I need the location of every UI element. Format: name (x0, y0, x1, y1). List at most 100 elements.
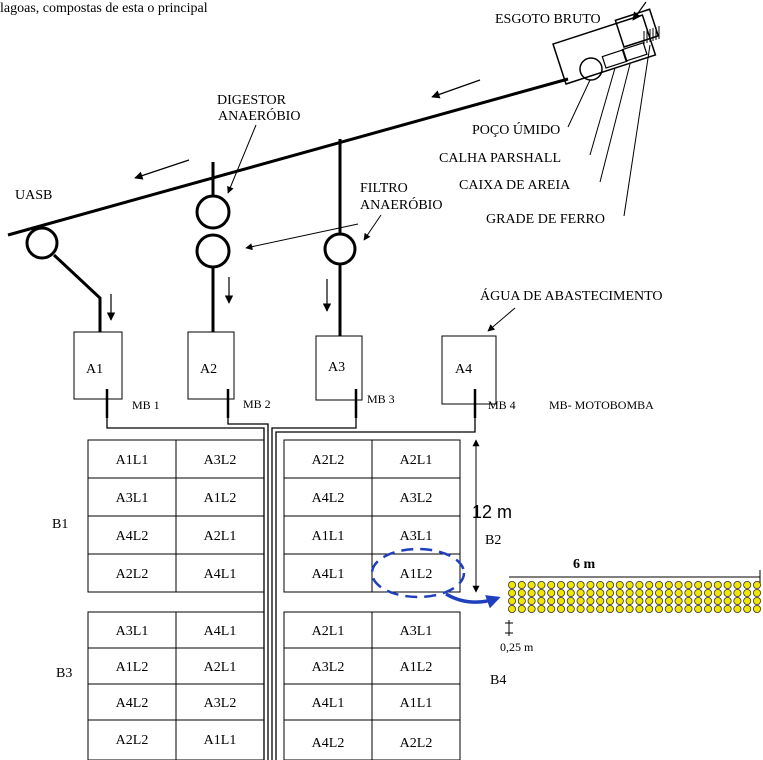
plot-cell: A1L1 (204, 733, 237, 748)
plot-cell: A3L2 (312, 660, 345, 675)
callout-arrow (445, 592, 501, 609)
plant-dot (517, 581, 526, 590)
plant-dot (733, 581, 742, 590)
plant-dot (733, 589, 742, 598)
main-sewer-pipe (7, 77, 569, 237)
plant-dot (723, 589, 732, 598)
plant-dot (557, 589, 566, 598)
inlet-box (614, 8, 660, 48)
digestor-label-line1: DIGESTOR (217, 93, 287, 108)
anaerobic-filter (323, 232, 357, 266)
grid-lines (284, 612, 460, 760)
plant-dot (694, 581, 703, 590)
plant-dot (586, 581, 595, 590)
wet-well-icon (579, 57, 603, 81)
plant-dot (753, 581, 762, 590)
plant-dot (576, 605, 585, 614)
plot-cell: A4L2 (312, 736, 345, 751)
plant-dot (694, 605, 703, 614)
plant-dot (557, 597, 566, 606)
plant-dot (615, 589, 624, 598)
plant-dot (743, 605, 752, 614)
plant-dot (625, 597, 634, 606)
plant-dot (547, 597, 556, 606)
plot-cell: A2L2 (116, 733, 149, 748)
plant-dot (537, 605, 546, 614)
plant-dot (684, 581, 693, 590)
tank-a3: A3 (315, 335, 363, 401)
plant-dot (753, 589, 762, 598)
block-b1: A1L1 A3L2 A3L1 A1L2 A4L2 A2L1 A2L2 A4L1 (87, 439, 265, 593)
plot-detail: 6 m 0,25 m (500, 557, 762, 654)
parshall-flume-icon (601, 49, 628, 69)
plant-dot (507, 597, 516, 606)
plant-dot (753, 605, 762, 614)
plot-cell: A4L1 (204, 624, 237, 639)
plant-dot (664, 605, 673, 614)
flow-arrow-1 (431, 79, 481, 99)
plant-dot (566, 605, 575, 614)
plant-dot (527, 589, 536, 598)
plant-dot (704, 589, 713, 598)
agua-abastecimento-label: ÁGUA DE ABASTECIMENTO (480, 287, 663, 304)
block-b2: A2L2 A2L1 A4L2 A3L2 A1L1 A3L1 A4L1 A1L2 (283, 439, 461, 593)
plant-dot (674, 589, 683, 598)
plant-dot (576, 581, 585, 590)
plant-dot (566, 581, 575, 590)
plant-dot (606, 597, 615, 606)
block-label-b3: B3 (56, 666, 72, 681)
plant-dot (586, 605, 595, 614)
plant-dot (664, 589, 673, 598)
row-length-label: 6 m (573, 557, 596, 572)
plant-dot (537, 581, 546, 590)
tank-a4: A4 (441, 335, 497, 405)
plot-cell: A1L2 (400, 660, 433, 675)
tank-a1: A1 (73, 331, 123, 400)
block-label-b2: B2 (485, 533, 501, 548)
plant-dot (664, 581, 673, 590)
plant-dot (586, 597, 595, 606)
plot-cell: A4L2 (116, 696, 149, 711)
digestor-label-line2: ANAERÓBIO (218, 107, 300, 124)
plot-cell: A3L1 (400, 624, 433, 639)
tank-label: A2 (200, 362, 217, 377)
filtro-label-line1: FILTRO (360, 181, 408, 196)
plant-dot (684, 605, 693, 614)
plant-dot (645, 589, 654, 598)
grid-lines (284, 440, 460, 592)
block-length-label: 12 m (472, 502, 512, 522)
plot-cell: A1L1 (400, 696, 433, 711)
plot-cell: A1L2 (204, 491, 237, 506)
plant-dot (527, 581, 536, 590)
plant-dot (517, 589, 526, 598)
filter-pointer-1 (245, 223, 359, 251)
grit-chamber-icon (621, 42, 648, 62)
plant-dot (733, 597, 742, 606)
plot-cell: A2L2 (312, 453, 345, 468)
water-supply-pointer (487, 307, 516, 332)
tank-a2: A2 (187, 331, 235, 400)
plot-cell: A3L2 (204, 696, 237, 711)
plant-dot (743, 589, 752, 598)
caixa-de-areia-label: CAIXA DE AREIA (459, 178, 571, 193)
block-label-b4: B4 (490, 673, 506, 688)
plant-dot (615, 605, 624, 614)
filter-pointer-2 (363, 214, 382, 241)
uasb-reactor (25, 226, 59, 260)
plant-dot (704, 581, 713, 590)
block-label-b1: B1 (52, 517, 68, 532)
plant-dot (713, 581, 722, 590)
plant-dot (723, 597, 732, 606)
pump-stems (105, 389, 477, 418)
pump-label-mb1: MB 1 (132, 398, 160, 412)
plant-dot (537, 597, 546, 606)
plot-cell: A4L2 (312, 491, 345, 506)
plant-dot (704, 605, 713, 614)
calha-parshall-label: CALHA PARSHALL (439, 151, 561, 166)
highlighted-plot-ellipse (370, 547, 466, 599)
pump-label-mb3: MB 3 (367, 392, 395, 406)
plant-dot (635, 605, 644, 614)
plant-dot (684, 589, 693, 598)
plant-dot (596, 605, 605, 614)
